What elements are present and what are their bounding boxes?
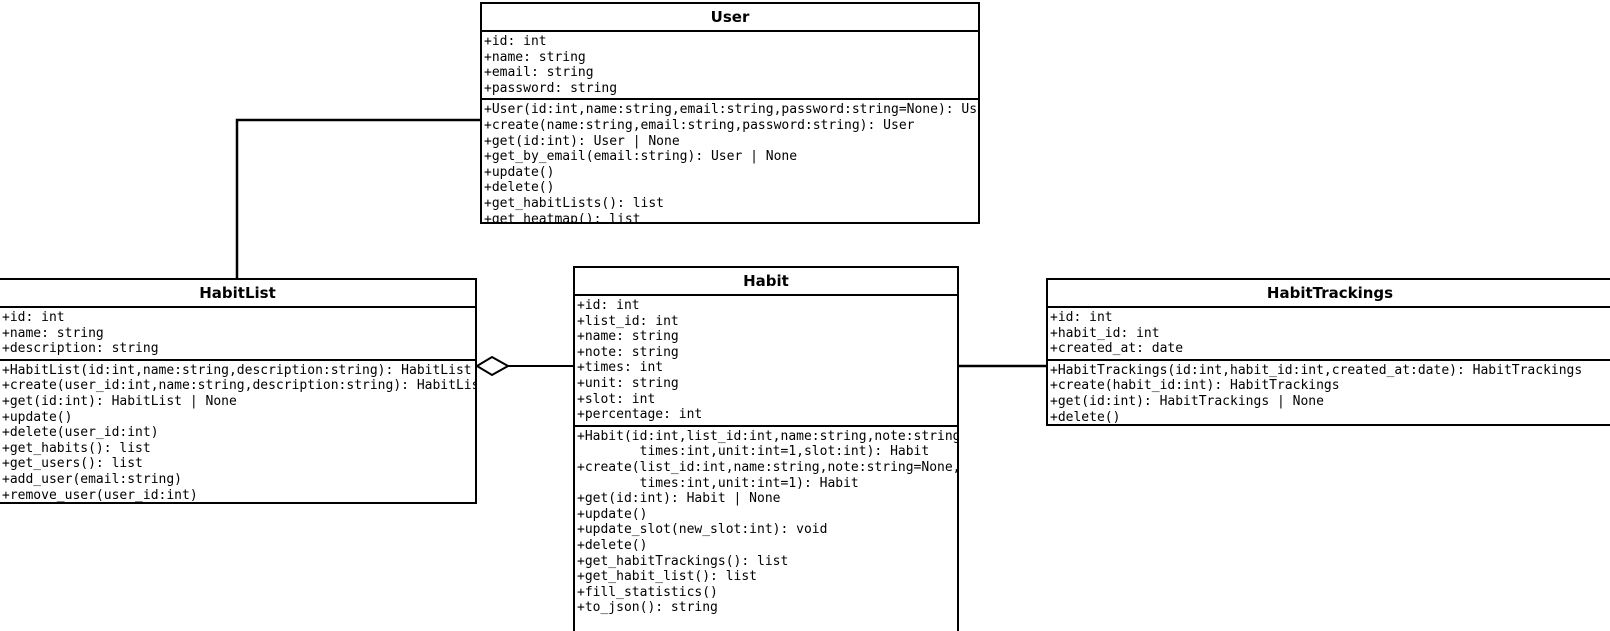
class-box-habit[interactable]: Habit +id: int +list_id: int +name: stri… (573, 266, 959, 631)
method-row: +get(id:int): Habit | None (577, 491, 781, 507)
method-row: +get_habitTrackings(): list (577, 553, 789, 569)
attribute-row: +list_id: int (577, 313, 679, 329)
attribute-row: +created_at: date (1050, 341, 1184, 357)
method-row: +get_heatmap(): list (484, 211, 641, 224)
method-row: +delete(user_id:int) (2, 425, 159, 441)
method-row: times:int,unit:int=1,slot:int): Habit (577, 444, 930, 460)
attribute-row: +name: string (484, 49, 586, 65)
class-box-habittrackings[interactable]: HabitTrackings +id: int +habit_id: int +… (1046, 278, 1610, 426)
methods-compartment-habitlist: +HabitList(id:int,name:string,descriptio… (0, 360, 477, 503)
method-row: +create(user_id:int,name:string,descript… (2, 378, 477, 394)
attribute-row: +note: string (577, 344, 679, 360)
method-row: +create(habit_id:int): HabitTrackings (1050, 378, 1340, 394)
method-row: +update() (2, 409, 73, 425)
method-row: +get(id:int): User | None (484, 133, 680, 149)
attributes-compartment-user: +id: int +name: string +email: string +p… (482, 32, 978, 101)
method-row: +User(id:int,name:string,email:string,pa… (484, 102, 980, 118)
attribute-row: +id: int (577, 298, 640, 313)
attribute-row: +name: string (2, 325, 104, 341)
method-row: +fill_statistics() (577, 584, 718, 600)
method-row: +add_user(email:string) (2, 471, 183, 487)
attribute-row: +times: int (577, 360, 664, 376)
method-row: +HabitList(id:int,name:string,descriptio… (2, 362, 472, 378)
method-row: +get_users(): list (2, 456, 143, 472)
methods-compartment-habit: +Habit(id:int,list_id:int,name:string,no… (575, 426, 959, 618)
method-row: times:int,unit:int=1): Habit (577, 475, 859, 491)
relationship-user-habitlist (235, 118, 480, 288)
aggregation-diamond (475, 355, 511, 377)
method-row: +remove_user(user_id:int) (2, 487, 198, 503)
method-row: +update() (577, 506, 648, 522)
attributes-compartment-habitlist: +id: int +name: string +description: str… (0, 308, 475, 361)
attribute-row: +name: string (577, 329, 679, 345)
method-row: +Habit(id:int,list_id:int,name:string,no… (577, 428, 959, 444)
method-row: +delete() (1050, 409, 1121, 425)
method-row: +delete() (484, 180, 555, 196)
methods-compartment-habittrackings: +HabitTrackings(id:int,habit_id:int,crea… (1048, 360, 1610, 425)
method-row: +create(name:string,email:string,passwor… (484, 117, 915, 133)
method-row: +get_by_email(email:string): User | None (484, 149, 798, 165)
attribute-row: +email: string (484, 65, 594, 81)
class-name-user: User (482, 4, 978, 32)
methods-compartment-user: +User(id:int,name:string,email:string,pa… (482, 100, 980, 224)
method-row: +get(id:int): HabitTrackings | None (1050, 393, 1324, 409)
attribute-row: +percentage: int (577, 407, 703, 423)
method-row: +get(id:int): HabitList | None (2, 393, 237, 409)
relationship-habitlist-habit (475, 355, 573, 377)
attribute-row: +id: int (484, 34, 547, 49)
attribute-row: +description: string (2, 341, 159, 357)
class-box-habitlist[interactable]: HabitList +id: int +name: string +descri… (0, 278, 477, 504)
class-name-habittrackings: HabitTrackings (1048, 280, 1610, 308)
method-row: +delete() (577, 537, 648, 553)
method-row: +HabitTrackings(id:int,habit_id:int,crea… (1050, 362, 1583, 378)
method-row: +update_slot(new_slot:int): void (577, 522, 828, 538)
method-row: +get_habit_list(): list (577, 569, 758, 585)
class-box-user[interactable]: User +id: int +name: string +email: stri… (480, 2, 980, 224)
method-row: +update() (484, 164, 555, 180)
class-name-habit: Habit (575, 268, 957, 296)
method-row: +to_json(): string (577, 600, 718, 616)
class-name-habitlist: HabitList (0, 280, 475, 308)
attribute-row: +habit_id: int (1050, 325, 1160, 341)
method-row: +get_habitLists(): list (484, 195, 665, 211)
attribute-row: +unit: string (577, 375, 679, 391)
attribute-row: +id: int (2, 310, 65, 325)
attributes-compartment-habittrackings: +id: int +habit_id: int +created_at: dat… (1048, 308, 1610, 361)
attribute-row: +password: string (484, 80, 618, 96)
attribute-row: +slot: int (577, 391, 656, 407)
attributes-compartment-habit: +id: int +list_id: int +name: string +no… (575, 296, 957, 427)
attribute-row: +id: int (1050, 310, 1113, 325)
method-row: +get_habits(): list (2, 440, 151, 456)
method-row: +create(list_id:int,name:string,note:str… (577, 459, 959, 475)
